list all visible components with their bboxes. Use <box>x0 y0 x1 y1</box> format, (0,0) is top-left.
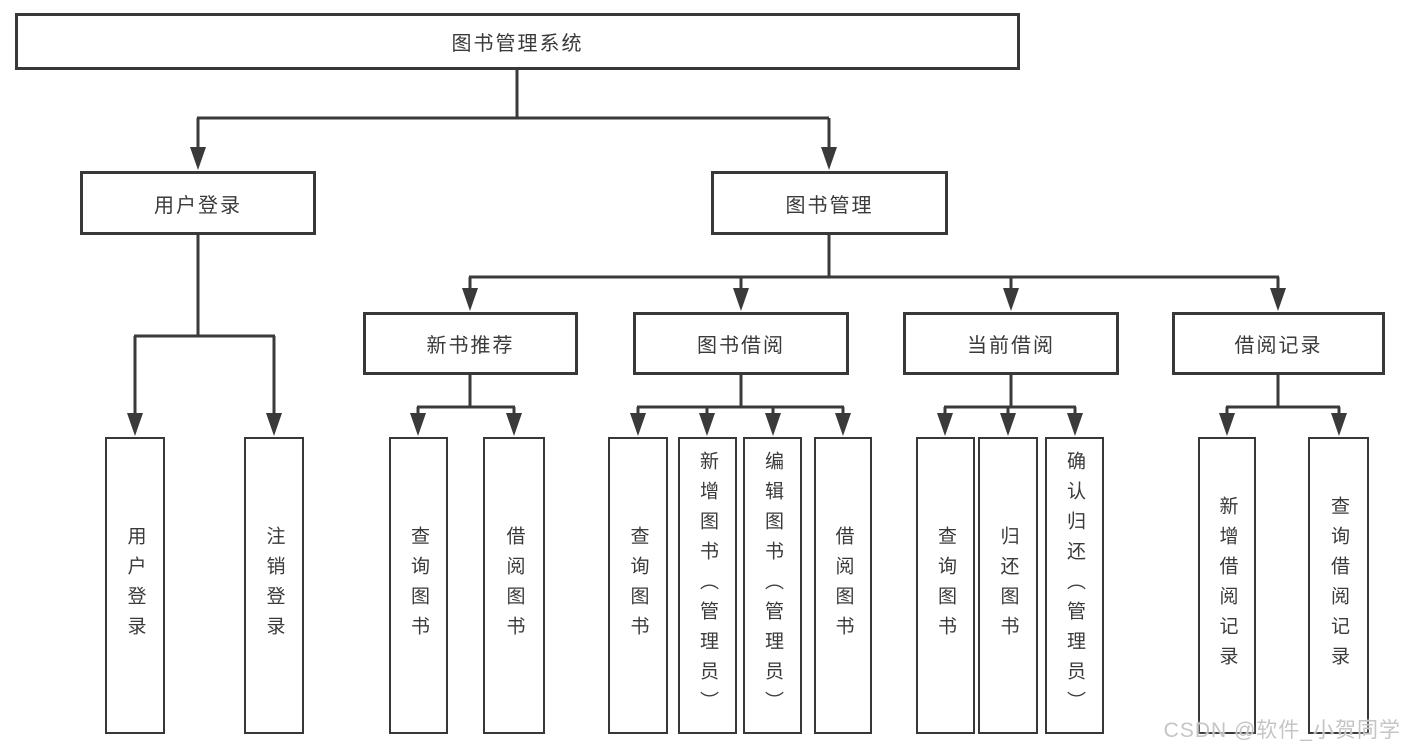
leaf-query-books-recommend: 查询图书 <box>389 437 448 734</box>
node-book-borrowing: 图书借阅 <box>633 312 849 375</box>
leaf-label: 确认归还（管理员） <box>1064 450 1085 721</box>
leaf-query-books-current: 查询图书 <box>916 437 975 734</box>
leaf-edit-books-admin: 编辑图书（管理员） <box>743 437 802 734</box>
node-book-management: 图书管理 <box>711 171 948 235</box>
leaf-return-books: 归还图书 <box>978 437 1038 734</box>
leaf-add-borrow-record: 新增借阅记录 <box>1198 437 1256 734</box>
leaf-query-borrow-record: 查询借阅记录 <box>1308 437 1369 734</box>
node-library-management-system: 图书管理系统 <box>15 13 1020 70</box>
node-new-book-recommendation: 新书推荐 <box>363 312 578 375</box>
leaf-borrow-books: 借阅图书 <box>814 437 872 734</box>
leaf-label: 新增借阅记录 <box>1216 495 1238 676</box>
leaf-label: 查询图书 <box>408 525 429 646</box>
leaf-label: 编辑图书（管理员） <box>762 450 783 721</box>
leaf-logout-login: 注销登录 <box>244 437 304 734</box>
leaf-label: 用户登录 <box>124 525 146 646</box>
node-current-borrowing: 当前借阅 <box>903 312 1119 375</box>
leaf-label: 归还图书 <box>997 525 1019 646</box>
leaf-add-books-admin: 新增图书（管理员） <box>678 437 737 734</box>
leaf-user-login: 用户登录 <box>105 437 165 734</box>
leaf-label: 新增图书（管理员） <box>697 450 718 721</box>
node-user-login: 用户登录 <box>80 171 316 235</box>
leaf-label: 借阅图书 <box>832 525 854 646</box>
leaf-borrow-books-recommend: 借阅图书 <box>483 437 545 734</box>
leaf-confirm-return-admin: 确认归还（管理员） <box>1045 437 1104 734</box>
leaf-label: 查询图书 <box>627 525 649 646</box>
leaf-label: 借阅图书 <box>503 525 525 646</box>
node-borrowing-records: 借阅记录 <box>1172 312 1385 375</box>
leaf-label: 注销登录 <box>263 525 285 646</box>
watermark-text: CSDN @软件_小贺同学 <box>1163 719 1401 742</box>
leaf-label: 查询借阅记录 <box>1328 495 1349 676</box>
leaf-query-books-borrowing: 查询图书 <box>608 437 668 734</box>
leaf-label: 查询图书 <box>935 525 956 646</box>
